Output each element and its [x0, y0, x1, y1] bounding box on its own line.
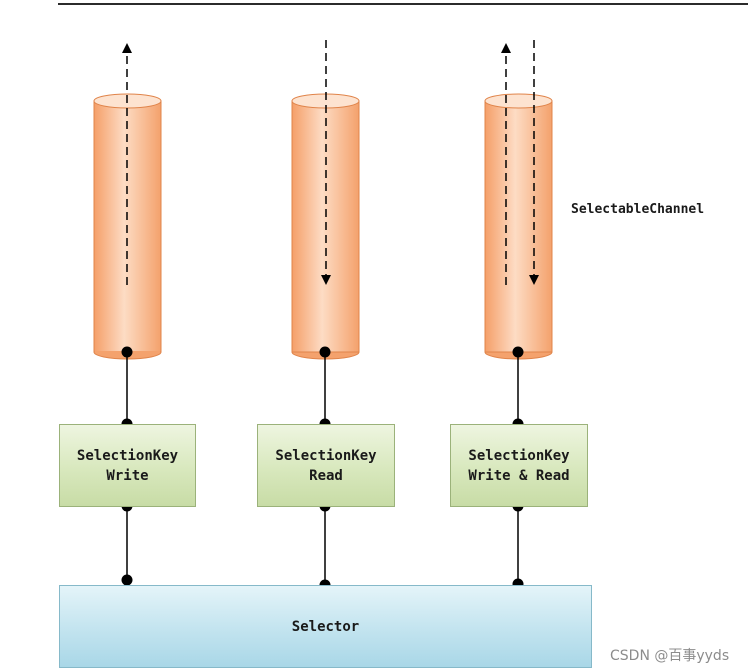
connector-write-read-bottom — [512, 500, 524, 590]
selector-label: Selector — [291, 618, 360, 635]
selection-key-write: SelectionKey Write — [59, 424, 196, 507]
selection-key-title: SelectionKey — [468, 447, 570, 464]
selection-key-mode: Write — [106, 467, 149, 484]
top-rule — [58, 3, 748, 5]
selection-key-mode: Read — [309, 467, 343, 484]
selection-key-mode: Write & Read — [468, 467, 570, 484]
channel-cylinder-write — [93, 93, 162, 360]
connector-read-bottom — [319, 500, 331, 591]
selector-box: Selector — [59, 585, 592, 668]
watermark: CSDN @百事yyds — [610, 648, 730, 664]
selectable-channel-label: SelectableChannel — [571, 202, 705, 217]
selection-key-title: SelectionKey — [275, 447, 377, 464]
selection-key-write-read: SelectionKey Write & Read — [450, 424, 588, 507]
selection-key-title: SelectionKey — [76, 447, 179, 464]
channel-cylinder-write-read — [484, 93, 553, 360]
connector-write-bottom — [121, 500, 133, 586]
selection-key-read: SelectionKey Read — [257, 424, 395, 507]
